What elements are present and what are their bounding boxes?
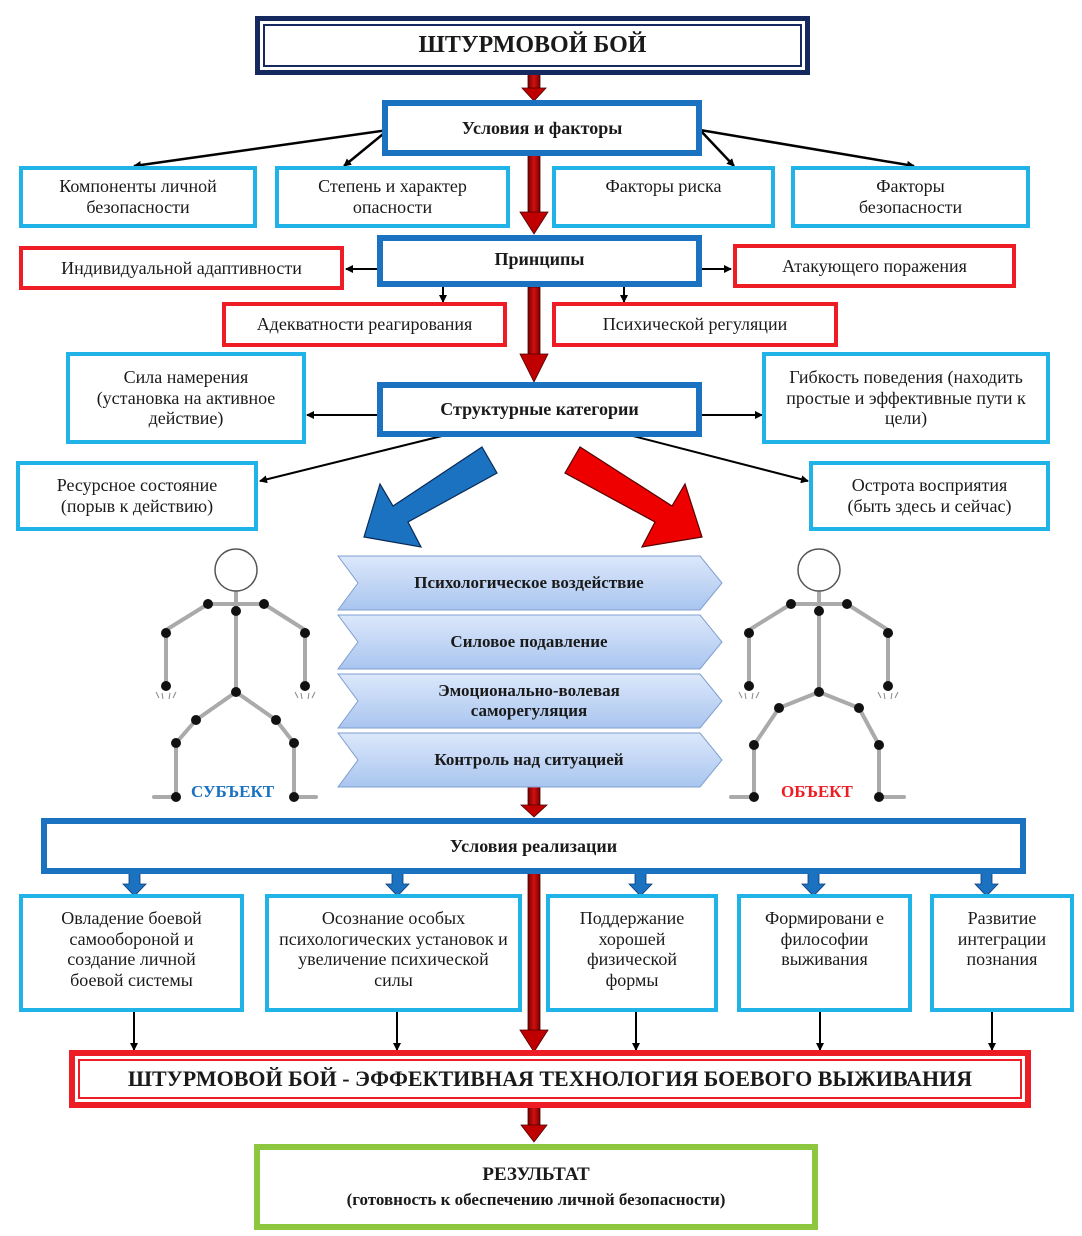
category-item-text: Гибкость поведения (находить простые и э… xyxy=(786,366,1026,429)
chevron-stages xyxy=(337,555,723,788)
principles-box: Принципы xyxy=(377,235,702,287)
result-box: РЕЗУЛЬТАТ (готовность к обеспечению личн… xyxy=(254,1144,818,1230)
implementation-item: Формировани е философии выживания xyxy=(737,894,912,1012)
implementation-box: Условия реализации xyxy=(41,818,1026,874)
subject-direction-arrow xyxy=(363,446,498,548)
flow-arrows xyxy=(519,73,549,1143)
implementation-item: Поддержание хорошей физической формы xyxy=(546,894,718,1012)
implementation-arrows xyxy=(122,871,999,897)
categories-connectors xyxy=(259,411,809,484)
condition-item-text: Факторы риска xyxy=(605,176,722,196)
structural-categories-box: Структурные категории xyxy=(377,382,702,437)
result-subtitle: (готовность к обеспечению личной безопас… xyxy=(346,1190,726,1210)
main-title: ШТУРМОВОЙ БОЙ xyxy=(418,31,647,58)
flow-arrow-implementation-to-conclusion xyxy=(519,871,549,1053)
stage-label: Эмоционально-волевая саморегуляция xyxy=(438,681,620,720)
implementation-item-text: Осознание особых психологических установ… xyxy=(279,908,508,991)
result-title: РЕЗУЛЬТАТ xyxy=(482,1164,590,1186)
flow-arrow-principles-to-categories xyxy=(519,286,549,383)
implementation-item: Развитие интеграции познания xyxy=(930,894,1074,1012)
condition-item-text: Степень и характер опасности xyxy=(318,176,467,217)
principles-label: Принципы xyxy=(494,249,585,269)
implementation-item-text: Овладение боевой самообороной и создание… xyxy=(61,908,202,991)
implementation-item-text: Развитие интеграции познания xyxy=(957,908,1047,970)
principles-connectors xyxy=(345,265,732,303)
flow-arrow-conclusion-to-result xyxy=(520,1106,548,1143)
category-item: Острота восприятия (быть здесь и сейчас) xyxy=(809,461,1050,531)
conclusion-text: ШТУРМОВОЙ БОЙ - ЭФФЕКТИВНАЯ ТЕХНОЛОГИЯ Б… xyxy=(127,1066,973,1092)
principle-item-text: Психической регуляции xyxy=(602,314,788,335)
stage-label: Психологическое воздействие xyxy=(414,573,644,593)
implementation-item-text: Поддержание хорошей физической формы xyxy=(579,908,685,991)
principle-item: Атакующего поражения xyxy=(733,244,1016,288)
category-item-text: Острота восприятия (быть здесь и сейчас) xyxy=(847,475,1012,516)
flow-arrow-title-to-conditions xyxy=(521,73,547,102)
category-item: Ресурсное состояние (порыв к действию) xyxy=(16,461,258,531)
object-label: ОБЪЕКТ xyxy=(781,782,853,801)
principle-item: Адекватности реагирования xyxy=(222,302,507,347)
structural-categories-label: Структурные категории xyxy=(440,399,639,420)
implementation-item-text: Формировани е философии выживания xyxy=(765,908,884,970)
category-item-text: Ресурсное состояние (порыв к действию) xyxy=(56,475,218,516)
condition-item: Факторы безопасности xyxy=(791,166,1030,228)
conditions-factors-box: Условия и факторы xyxy=(382,100,702,156)
chevron-shape xyxy=(337,614,723,670)
chevron-shape xyxy=(337,673,723,729)
condition-item: Степень и характер опасности xyxy=(275,166,510,228)
conditions-factors-label: Условия и факторы xyxy=(461,117,623,138)
principle-item-text: Индивидуальной адаптивности xyxy=(61,257,302,278)
principle-item: Психической регуляции xyxy=(552,302,838,347)
implementation-item: Овладение боевой самообороной и создание… xyxy=(19,894,244,1012)
stage-label: Силовое подавление xyxy=(450,632,608,652)
condition-item: Факторы риска xyxy=(552,166,775,228)
chevron-shape xyxy=(337,555,723,611)
implementation-label: Условия реализации xyxy=(449,835,618,856)
implementation-item: Осознание особых психологических установ… xyxy=(265,894,522,1012)
condition-item-text: Факторы безопасности xyxy=(858,176,963,217)
principle-item-text: Атакующего поражения xyxy=(782,255,967,276)
subject-figure xyxy=(152,548,318,802)
principle-item: Индивидуальной адаптивности xyxy=(19,246,344,290)
category-item-text: Сила намерения (установка на активное де… xyxy=(96,366,276,429)
principle-item-text: Адекватности реагирования xyxy=(256,314,473,335)
condition-item: Компоненты личной безопасности xyxy=(19,166,257,228)
condition-item-text: Компоненты личной безопасности xyxy=(59,176,217,217)
object-figure xyxy=(729,548,906,802)
object-direction-arrow xyxy=(564,446,703,548)
category-item: Гибкость поведения (находить простые и э… xyxy=(762,352,1050,444)
conclusion-connectors xyxy=(130,1012,996,1051)
conclusion-box: ШТУРМОВОЙ БОЙ - ЭФФЕКТИВНАЯ ТЕХНОЛОГИЯ Б… xyxy=(69,1050,1031,1108)
stage-label: Контроль над ситуацией xyxy=(434,750,624,770)
conditions-connectors xyxy=(133,128,915,169)
flow-arrow-conditions-to-principles xyxy=(519,154,549,235)
main-title-box: ШТУРМОВОЙ БОЙ xyxy=(255,16,810,75)
category-item: Сила намерения (установка на активное де… xyxy=(66,352,306,444)
subject-label: СУБЪЕКТ xyxy=(191,782,275,801)
chevron-shape xyxy=(337,732,723,788)
flow-arrow-chevrons-to-implementation xyxy=(519,786,549,818)
